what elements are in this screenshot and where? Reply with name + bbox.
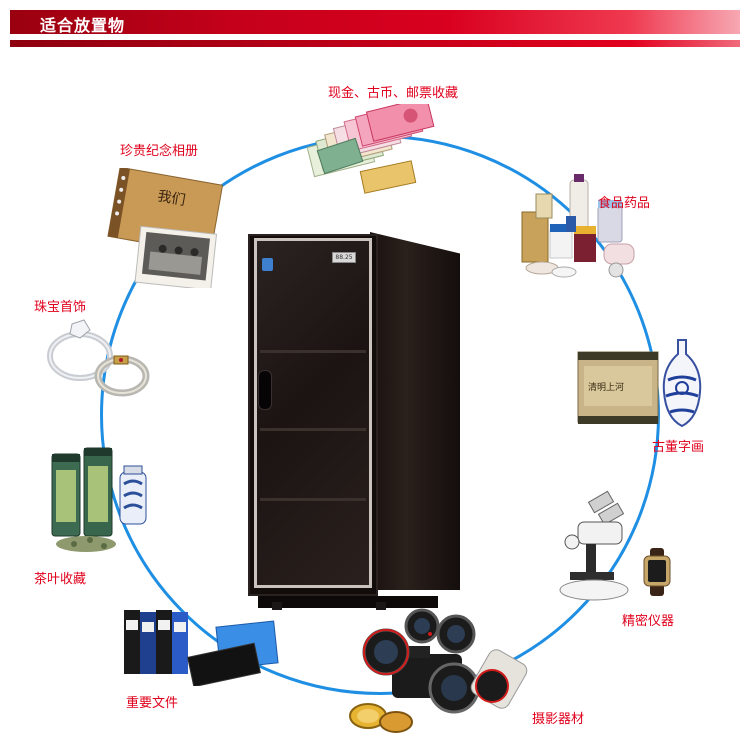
header-rule	[10, 40, 740, 47]
cabinet-door-handle	[258, 370, 272, 410]
cabinet-side-panel	[370, 232, 460, 590]
antique-vase-scroll-image: 清明上河	[574, 334, 710, 432]
label-cash: 现金、古币、邮票收藏	[328, 86, 459, 101]
cabinet-shelf	[260, 498, 366, 501]
cabinet-shelf	[260, 350, 366, 353]
label-instrument: 精密仪器	[622, 614, 675, 629]
cabinet-logo	[262, 258, 273, 271]
header-banner: 适合放置物	[10, 10, 740, 35]
label-jewelry: 珠宝首饰	[34, 300, 87, 315]
label-food: 食品药品	[598, 196, 651, 211]
cabinet-shelf	[260, 428, 366, 431]
cabinet-base	[258, 596, 438, 608]
cabinet-humidity-display: 88.25	[332, 252, 356, 263]
cabinet-foot	[272, 602, 282, 610]
scroll-inscription: 清明上河	[588, 381, 624, 393]
album-cover-text: 我们	[156, 188, 186, 209]
header-title: 适合放置物	[40, 16, 126, 35]
label-tea: 茶叶收藏	[34, 572, 87, 587]
label-album: 珍贵纪念相册	[120, 144, 199, 159]
folders-image	[120, 604, 280, 688]
label-antique: 古董字画	[652, 440, 705, 455]
dry-cabinet: 88.25	[236, 222, 462, 610]
microscope-watch-image	[556, 488, 694, 606]
tea-cans-image	[46, 444, 162, 560]
label-documents: 重要文件	[126, 696, 179, 711]
camera-lenses-image	[346, 604, 538, 736]
jewelry-rings-image	[40, 316, 154, 400]
food-medicine-image	[512, 172, 644, 288]
photo-album-image: 我们	[104, 166, 228, 291]
label-camera: 摄影器材	[532, 712, 585, 727]
cabinet-foot	[376, 602, 386, 610]
cabinet-display-readout: 88.25	[335, 254, 353, 261]
banknotes-image	[300, 96, 460, 196]
cabinet-glass-door	[254, 238, 372, 588]
